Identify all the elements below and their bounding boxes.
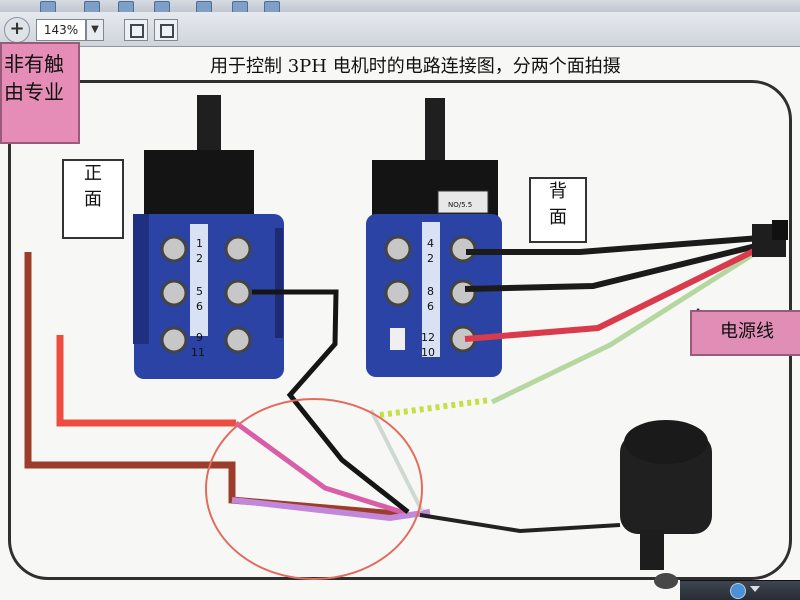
front-switch [133, 95, 284, 379]
back-terminal-12: 12 [421, 331, 435, 344]
status-bar [680, 580, 800, 600]
orange-wire [56, 335, 236, 427]
white-wire [369, 409, 424, 512]
pink-wire [234, 420, 409, 517]
front-terminal-5: 5 [196, 285, 203, 298]
motor-wire [419, 513, 621, 534]
power-entry [752, 220, 788, 257]
main-toolbar: + 143% ▼ [0, 12, 800, 47]
back-terminal-8: 8 [427, 285, 434, 298]
power-label: 电源线 [690, 310, 800, 356]
help-icon[interactable] [730, 583, 746, 599]
black-wire-2 [464, 242, 761, 292]
back-callout-line-1: 背 [549, 181, 567, 202]
front-terminal-2: 2 [196, 252, 203, 265]
ground-wire [379, 397, 491, 418]
front-callout: 正 面 [62, 159, 124, 239]
back-callout: 背 面 [529, 177, 587, 243]
status-caret-icon[interactable] [750, 586, 760, 592]
front-callout-line-2: 面 [84, 189, 102, 210]
back-terminal-6: 6 [427, 300, 434, 313]
black-wire-front [252, 289, 410, 514]
junction-circle [205, 398, 423, 580]
chevron-down-icon[interactable]: ▼ [86, 19, 104, 41]
pink-note-line-2: 由专业 [4, 80, 64, 104]
front-terminal-1: 1 [196, 237, 203, 250]
motor [620, 420, 712, 589]
fit-width-icon[interactable] [154, 19, 178, 41]
black-wire-1 [466, 235, 761, 255]
back-callout-line-2: 面 [549, 207, 567, 228]
module-badge: NO/5.5 [448, 201, 473, 209]
front-terminal-11: 11 [191, 346, 205, 359]
fit-page-icon[interactable] [124, 19, 148, 41]
pink-note: 非有触 由专业 [0, 42, 80, 144]
page-title: 用于控制 3PH 电机时的电路连接图，分两个面拍摄 [210, 56, 621, 77]
front-terminal-6: 6 [196, 300, 203, 313]
front-callout-line-1: 正 [84, 163, 102, 184]
red-wire [464, 245, 762, 342]
back-terminal-2: 2 [427, 252, 434, 265]
violet-wire [231, 497, 431, 522]
back-terminal-10: 10 [421, 346, 435, 359]
pink-note-line-1: 非有触 [4, 52, 64, 76]
green-wire [490, 247, 762, 405]
back-terminal-4: 4 [427, 237, 434, 250]
front-terminal-9: 9 [196, 331, 203, 344]
zoom-level-input[interactable]: 143% [36, 19, 86, 41]
